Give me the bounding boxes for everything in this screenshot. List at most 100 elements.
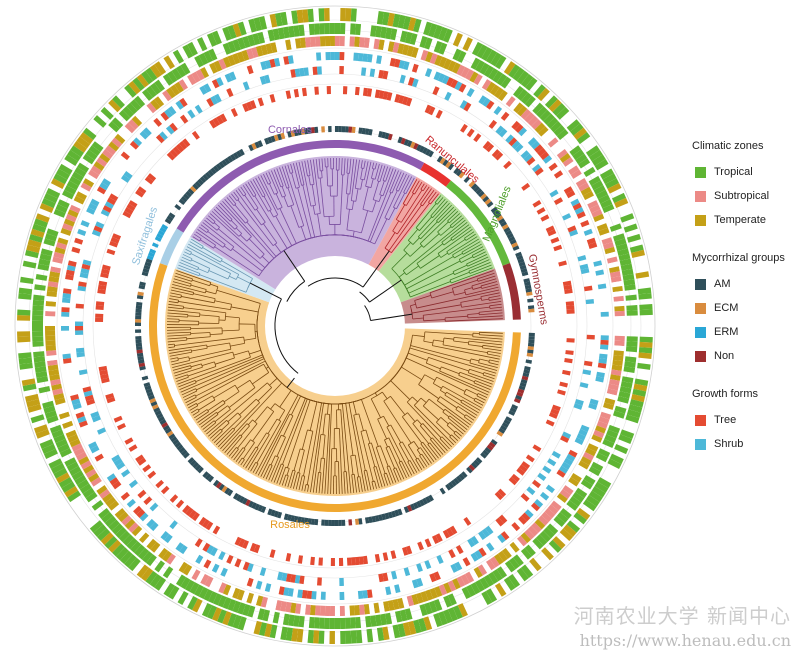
growth-cell <box>433 71 441 81</box>
growth-cell <box>72 402 82 410</box>
climate-cell <box>35 371 48 379</box>
climate-cell <box>53 173 68 185</box>
growth-cell <box>405 97 413 107</box>
branch <box>382 180 386 182</box>
branch <box>452 279 478 289</box>
growth-cell <box>560 435 570 443</box>
climate-cell <box>35 429 50 439</box>
mycorrhizal-cell <box>142 268 150 274</box>
growth-cell <box>486 542 495 552</box>
climate-cell <box>18 352 32 359</box>
climate-cell <box>513 102 524 114</box>
climate-cell <box>236 589 245 601</box>
branch <box>412 396 418 403</box>
branch <box>424 331 473 336</box>
climate-cell <box>93 481 105 491</box>
climate-cell <box>51 383 63 391</box>
growth-cell <box>494 151 504 161</box>
branch <box>449 271 470 281</box>
climate-cell <box>525 77 538 91</box>
branch <box>442 344 488 354</box>
branch <box>290 470 296 489</box>
mycorrhizal-cell <box>525 288 533 293</box>
mycorrhizal-cell <box>270 135 276 143</box>
branch <box>240 234 248 242</box>
climate-cell <box>232 587 241 599</box>
mycorrhizal-cell <box>321 519 325 526</box>
legend-item-am: AM <box>692 272 792 296</box>
climate-cell <box>318 8 325 22</box>
climate-cell <box>524 112 535 123</box>
climate-cell <box>578 182 590 192</box>
branch <box>416 289 500 309</box>
climate-cell <box>32 341 44 347</box>
branch <box>287 164 291 174</box>
growth-cell <box>283 56 290 65</box>
mycorrhizal-cell <box>300 128 305 135</box>
branch <box>196 358 265 391</box>
branch <box>460 401 479 414</box>
climate-cell <box>124 518 136 530</box>
climate-cell <box>134 544 146 557</box>
climate-cell <box>187 74 197 86</box>
climate-cell <box>576 131 591 145</box>
growth-cell <box>467 538 476 548</box>
climate-cell <box>32 336 44 342</box>
growth-cell <box>320 591 326 600</box>
climate-cell <box>401 44 410 56</box>
growth-cell <box>551 450 561 459</box>
branch <box>215 206 231 222</box>
branch <box>202 222 235 248</box>
climate-cell <box>70 145 84 158</box>
growth-cell <box>547 458 557 467</box>
climate-cell <box>424 37 433 50</box>
branch <box>265 172 272 184</box>
branch <box>275 193 283 208</box>
climate-cell <box>93 115 107 128</box>
climate-cell <box>566 520 581 533</box>
climate-cell <box>520 564 534 579</box>
branch <box>343 471 346 494</box>
branch <box>433 339 444 342</box>
climate-cell <box>397 623 406 638</box>
growth-cell <box>497 488 507 498</box>
branch <box>194 394 197 398</box>
growth-cell <box>358 556 364 565</box>
growth-cell <box>482 140 491 150</box>
climate-cell <box>115 527 127 539</box>
branch <box>213 222 220 228</box>
growth-cell <box>82 386 92 393</box>
branch <box>398 272 406 278</box>
climate-cell <box>345 8 352 22</box>
growth-cell <box>136 509 146 519</box>
branch <box>361 399 379 447</box>
climate-cell <box>171 68 182 81</box>
branch <box>208 419 227 437</box>
branch <box>406 260 461 290</box>
climate-cell <box>104 515 117 527</box>
climate-cell <box>175 574 187 587</box>
climate-cell <box>49 424 62 434</box>
climate-cell <box>108 99 122 113</box>
growth-cell <box>498 514 508 524</box>
climate-cell <box>83 178 95 188</box>
branch <box>472 248 485 256</box>
mycorrhizal-cell <box>361 127 366 135</box>
branch <box>374 163 377 170</box>
climate-cell <box>614 197 629 208</box>
climate-cell <box>382 11 390 26</box>
mycorrhizal-cell <box>273 510 279 518</box>
growth-cell <box>90 411 100 419</box>
growth-cell <box>202 542 211 552</box>
climate-cell <box>324 617 330 629</box>
growth-cell <box>147 470 157 479</box>
mycorrhizal-cell <box>364 517 370 524</box>
branch <box>187 366 217 377</box>
branch <box>471 278 497 287</box>
climate-cell <box>46 350 57 356</box>
mycorrhizal-cell <box>334 126 339 133</box>
branch <box>238 457 243 464</box>
growth-cell <box>417 541 424 551</box>
climate-cell <box>64 154 79 166</box>
growth-cell <box>172 146 182 156</box>
